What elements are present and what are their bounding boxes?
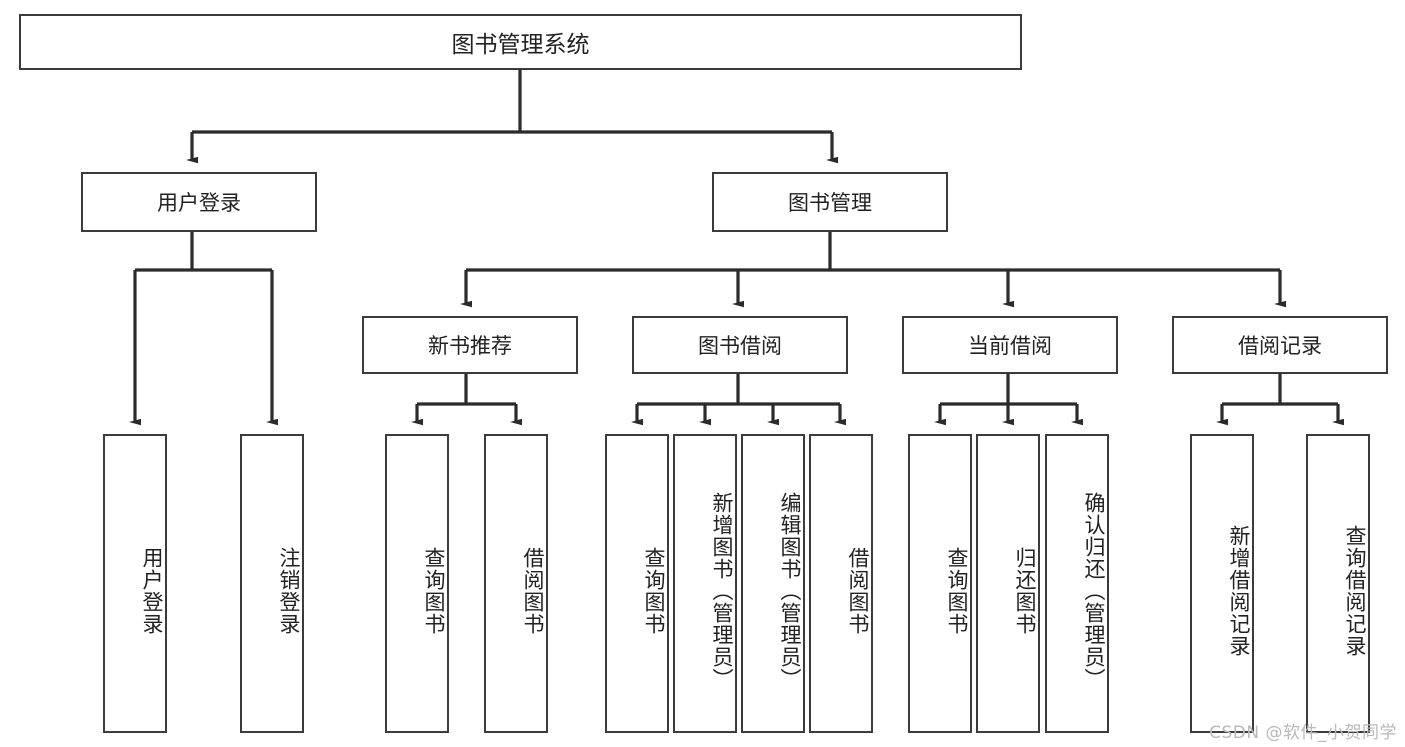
node-leaf-add-book-label: 新增图书（管理员） [710,491,734,690]
node-leaf-add-record[interactable]: 新增借阅记录 [1190,434,1254,733]
node-leaf-confirm-return[interactable]: 确认归还（管理员） [1045,434,1109,733]
node-leaf-query-book-2-label: 查询图书 [642,546,666,635]
node-book-manage-label: 图书管理 [788,191,872,215]
node-book-borrow-label: 图书借阅 [698,334,782,358]
node-leaf-borrow-book-1-label: 借阅图书 [521,546,545,635]
node-leaf-user-logout[interactable]: 注销登录 [240,434,304,733]
node-leaf-query-book-1-label: 查询图书 [422,546,446,635]
node-leaf-edit-book[interactable]: 编辑图书（管理员） [741,434,805,733]
node-current-borrow[interactable]: 当前借阅 [902,316,1118,374]
node-leaf-add-record-label: 新增借阅记录 [1227,524,1251,657]
node-leaf-add-book[interactable]: 新增图书（管理员） [673,434,737,733]
node-leaf-query-book-2[interactable]: 查询图书 [605,434,669,733]
node-leaf-return-book-label: 归还图书 [1013,546,1037,635]
node-leaf-query-book-3-label: 查询图书 [945,546,969,635]
node-root-label: 图书管理系统 [451,32,590,58]
node-new-book-recommend-label: 新书推荐 [428,334,512,358]
node-leaf-borrow-book-2-label: 借阅图书 [846,546,870,635]
node-leaf-query-record[interactable]: 查询借阅记录 [1306,434,1370,733]
node-user-login[interactable]: 用户登录 [81,172,317,232]
node-leaf-confirm-return-label: 确认归还（管理员） [1082,491,1106,690]
node-root[interactable]: 图书管理系统 [19,14,1022,70]
node-book-manage[interactable]: 图书管理 [712,172,948,232]
node-borrow-record[interactable]: 借阅记录 [1172,316,1388,374]
node-leaf-user-login[interactable]: 用户登录 [103,434,167,733]
node-leaf-edit-book-label: 编辑图书（管理员） [778,491,802,690]
node-new-book-recommend[interactable]: 新书推荐 [362,316,578,374]
node-borrow-record-label: 借阅记录 [1238,334,1322,358]
node-leaf-query-book-3[interactable]: 查询图书 [908,434,972,733]
node-leaf-user-logout-label: 注销登录 [277,546,301,635]
node-user-login-label: 用户登录 [157,191,241,215]
node-current-borrow-label: 当前借阅 [968,334,1052,358]
node-leaf-borrow-book-2[interactable]: 借阅图书 [809,434,873,733]
csdn-watermark: CSDN @软件_小贺同学 [1209,723,1397,743]
node-leaf-query-record-label: 查询借阅记录 [1343,524,1367,657]
node-book-borrow[interactable]: 图书借阅 [632,316,848,374]
node-leaf-return-book[interactable]: 归还图书 [976,434,1040,733]
node-leaf-borrow-book-1[interactable]: 借阅图书 [484,434,548,733]
node-leaf-user-login-label: 用户登录 [140,546,164,635]
node-leaf-query-book-1[interactable]: 查询图书 [385,434,449,733]
